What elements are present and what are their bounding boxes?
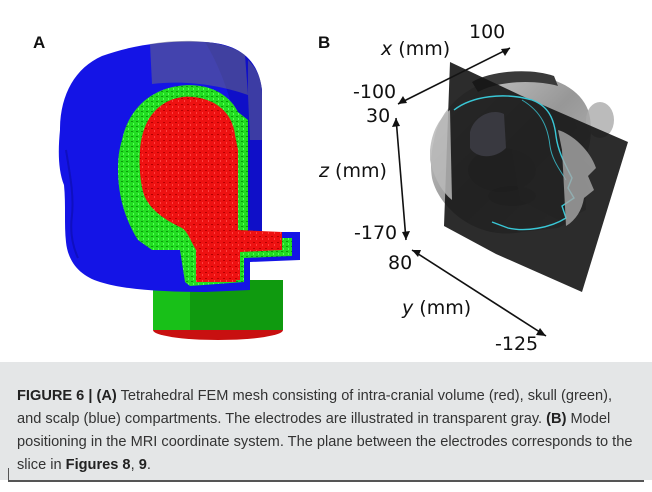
fem-head-mesh	[58, 40, 300, 340]
x-axis-var: x	[381, 38, 393, 60]
figure-caption: FIGURE 6 | (A) Tetrahedral FEM mesh cons…	[17, 385, 637, 477]
caption-ref-figure-8[interactable]: Figures 8	[65, 457, 131, 473]
z-axis-label: z (mm)	[319, 162, 387, 181]
electrode-back	[248, 60, 262, 140]
caption-background	[0, 362, 652, 480]
x-axis-label: x (mm)	[381, 40, 450, 59]
y-axis-max: 80	[388, 252, 413, 274]
x-axis-min: -100	[353, 81, 397, 103]
electrode-top	[150, 40, 248, 95]
y-axis-var: y	[402, 297, 414, 319]
caption-left-rule	[8, 468, 9, 482]
slice-contour	[453, 95, 575, 231]
y-axis-unit: (mm)	[419, 297, 472, 319]
caption-bottom-rule	[8, 480, 644, 482]
caption-figure-label: FIGURE 6 |	[17, 388, 93, 404]
caption-end: .	[146, 457, 151, 473]
y-axis-line	[411, 249, 547, 337]
brain-volume	[139, 96, 282, 282]
z-axis-unit: (mm)	[335, 160, 387, 182]
caption-b-tag: (B)	[546, 411, 567, 427]
y-axis-label: y (mm)	[402, 299, 471, 318]
mri-coordinate-model	[392, 47, 628, 337]
caption-text-b: Model positioning in the MRI coordinate …	[17, 411, 633, 473]
x-axis-unit: (mm)	[398, 38, 451, 60]
y-axis-min: -125	[495, 333, 539, 355]
z-axis-line	[395, 117, 407, 241]
panel-b-label: B	[318, 33, 331, 52]
caption-ref-figure-9[interactable]: 9	[138, 457, 147, 473]
z-axis-var: z	[319, 160, 329, 182]
x-axis-max: 100	[469, 21, 506, 43]
panel-a-label: A	[33, 33, 46, 52]
caption-text-a: Tetrahedral FEM mesh consisting of intra…	[17, 388, 613, 427]
z-axis-min: -170	[354, 222, 398, 244]
z-axis-max: 30	[366, 105, 391, 127]
figure-6: A	[33, 21, 628, 355]
caption-separator: ,	[130, 457, 135, 473]
electrode-patch	[470, 112, 506, 157]
caption-a-tag: (A)	[96, 388, 117, 404]
